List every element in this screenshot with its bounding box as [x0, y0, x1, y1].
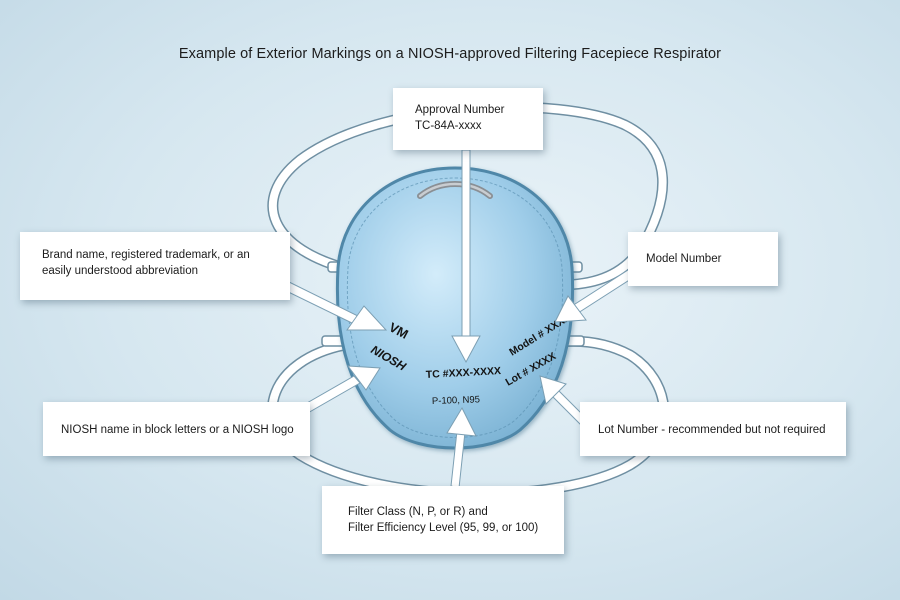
page-title: Example of Exterior Markings on a NIOSH-… — [178, 46, 722, 62]
brand-callout-line1: Brand name, registered trademark, or an — [42, 249, 250, 261]
filter-arrow — [446, 406, 477, 489]
model-callout-line1: Model Number — [646, 253, 722, 265]
approval-number-callout: Approval Number TC-84A-xxxx — [393, 88, 543, 150]
niosh-name-callout: NIOSH name in block letters or a NIOSH l… — [43, 402, 310, 456]
filter-class-callout: Filter Class (N, P, or R) and Filter Eff… — [322, 486, 564, 554]
approval-arrow — [451, 149, 481, 364]
brand-callout-line2: easily understood abbreviation — [42, 265, 198, 277]
niosh-callout-line1: NIOSH name in block letters or a NIOSH l… — [61, 424, 294, 436]
brand-name-callout: Brand name, registered trademark, or an … — [20, 232, 290, 300]
approval-callout-line2: TC-84A-xxxx — [415, 120, 482, 132]
model-number-callout: Model Number — [628, 232, 778, 286]
approval-callout-line1: Approval Number — [415, 104, 505, 116]
brand-arrow — [275, 278, 388, 331]
mask-filter-marking: P-100, N95 — [432, 394, 480, 407]
filter-callout-line1: Filter Class (N, P, or R) and — [348, 506, 488, 518]
lot-number-callout: Lot Number - recommended but not require… — [580, 402, 846, 456]
filter-callout-line2: Filter Efficiency Level (95, 99, or 100) — [348, 522, 539, 534]
mask-tc-marking: TC #XXX-XXXX — [426, 365, 502, 381]
lot-callout-line1: Lot Number - recommended but not require… — [598, 424, 826, 436]
